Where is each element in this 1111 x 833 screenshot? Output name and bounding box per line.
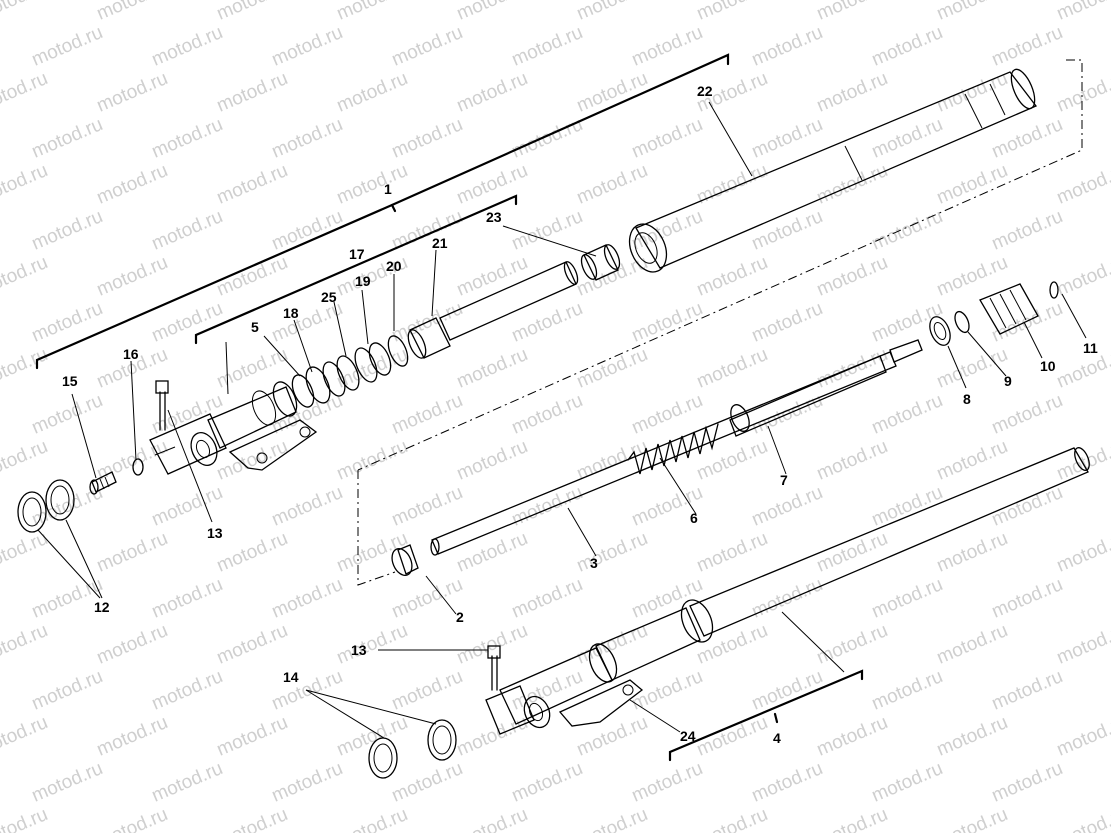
bracket-1 [35, 53, 730, 370]
part-3-damper-rod [430, 339, 923, 556]
part-24-caliper-mount [558, 679, 644, 727]
callout-23: 23 [486, 209, 502, 225]
part-17-inner-tube-assembly [149, 261, 579, 475]
part-14-clamp-rings [368, 719, 457, 779]
callout-15: 15 [62, 373, 78, 389]
part-13-bolt-lower [487, 645, 501, 691]
callout-14: 14 [283, 669, 299, 685]
part-11-clip [1049, 281, 1059, 299]
callout-8: 8 [963, 391, 971, 407]
part-22-outer-tube [628, 68, 1038, 273]
routing-line-lower [357, 470, 396, 586]
callout-24: 24 [680, 728, 696, 744]
part-23-bushing [580, 244, 621, 281]
callout-18: 18 [283, 305, 299, 321]
callout-25: 25 [321, 289, 337, 305]
callout-9: 9 [1004, 373, 1012, 389]
part-13-bolt-upper [155, 380, 169, 431]
callout-12: 12 [94, 599, 110, 615]
part-6-spring [627, 423, 719, 475]
callout-4: 4 [773, 730, 781, 746]
part-8-seal [929, 316, 951, 346]
callout-19: 19 [355, 273, 371, 289]
callout-2: 2 [456, 609, 464, 625]
callout-17: 17 [349, 246, 365, 262]
callout-22: 22 [697, 83, 713, 99]
callout-16: 16 [123, 346, 139, 362]
bracket-4 [668, 669, 864, 762]
part-12-clamp-rings [17, 479, 75, 533]
part-7-cartridge-tube [729, 355, 887, 437]
callout-7: 7 [780, 472, 788, 488]
part-9-ring [954, 310, 970, 334]
part-2-bushing [391, 544, 419, 577]
callout-11: 11 [1083, 340, 1098, 356]
callout-20: 20 [386, 258, 402, 274]
leader-lines [37, 101, 1087, 739]
callout-10: 10 [1040, 358, 1056, 374]
callout-3: 3 [590, 555, 598, 571]
callout-13-upper: 13 [207, 525, 223, 541]
callout-5: 5 [251, 319, 259, 335]
part-16-washer [132, 458, 144, 476]
bracket-17 [194, 194, 518, 345]
part-10-boot [979, 283, 1039, 335]
part-4-fork-leg [485, 447, 1090, 735]
routing-line-upper [357, 59, 1083, 471]
callout-1: 1 [384, 181, 392, 197]
callout-21: 21 [432, 235, 448, 251]
part-15-screw [89, 471, 117, 495]
callout-6: 6 [690, 510, 698, 526]
callout-13-lower: 13 [351, 642, 367, 658]
